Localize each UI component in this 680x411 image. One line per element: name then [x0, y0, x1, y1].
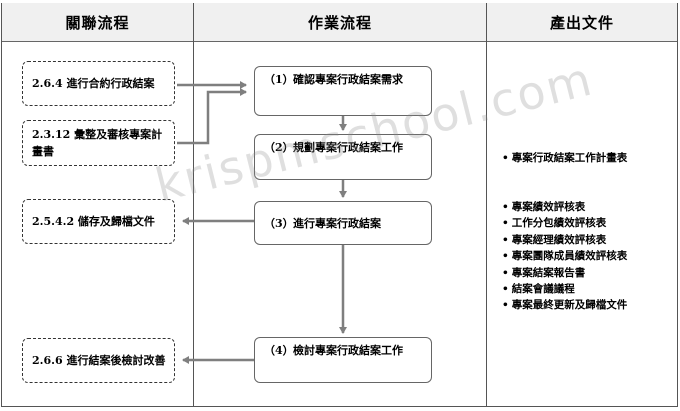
- output-item: 專案績效評核表: [502, 199, 627, 215]
- step-3-label: 進行專案行政結案: [293, 217, 381, 230]
- output-item: 結案會議議程: [502, 281, 627, 297]
- step-1-box: （1） 確認專案行政結案需求: [254, 66, 432, 116]
- step-2-box: （2） 規劃專案行政結案工作: [254, 134, 432, 180]
- related-process-r2: 2.3.12 彙整及審核專案計畫書: [22, 120, 175, 166]
- output-item: 專案行政結案工作計畫表: [502, 150, 628, 166]
- column-divider-1: [193, 3, 194, 407]
- header-outputs: 產出文件: [487, 3, 677, 42]
- step-2-number: （2）: [264, 141, 294, 154]
- header-related-processes: 關聯流程: [2, 3, 193, 42]
- step-4-box: （4） 檢討專案行政結案工作: [254, 337, 432, 383]
- related-process-r3: 2.5.4.2 儲存及歸檔文件: [22, 199, 175, 244]
- related-process-r1: 2.6.4 進行合約行政結案: [22, 61, 175, 106]
- header-workflow: 作業流程: [194, 3, 486, 42]
- output-item: 專案結案報告書: [502, 265, 627, 281]
- column-divider-2: [486, 3, 487, 407]
- step-3-box: （3） 進行專案行政結案: [254, 201, 432, 245]
- output-list-group-1: 專案行政結案工作計畫表: [502, 150, 628, 166]
- step-1-label: 確認專案行政結案需求: [293, 73, 403, 86]
- output-item: 專案最終更新及歸檔文件: [502, 297, 628, 313]
- arrow-r2-to-step1: [177, 88, 247, 145]
- step-3-number: （3）: [264, 217, 294, 230]
- related-process-r4: 2.6.6 進行結案後檢討改善: [22, 338, 175, 383]
- output-item: 專案經理績效評核表: [502, 232, 627, 248]
- output-item: 工作分包績效評核表: [502, 215, 627, 231]
- output-item: 專案團隊成員績效評核表: [502, 248, 628, 264]
- step-4-number: （4）: [264, 344, 294, 357]
- step-4-label: 檢討專案行政結案工作: [293, 344, 403, 357]
- step-1-number: （1）: [264, 73, 294, 86]
- output-list-group-2: 專案績效評核表 工作分包績效評核表 專案經理績效評核表 專案團隊成員績效評核表 …: [502, 199, 628, 314]
- step-2-label: 規劃專案行政結案工作: [293, 141, 403, 154]
